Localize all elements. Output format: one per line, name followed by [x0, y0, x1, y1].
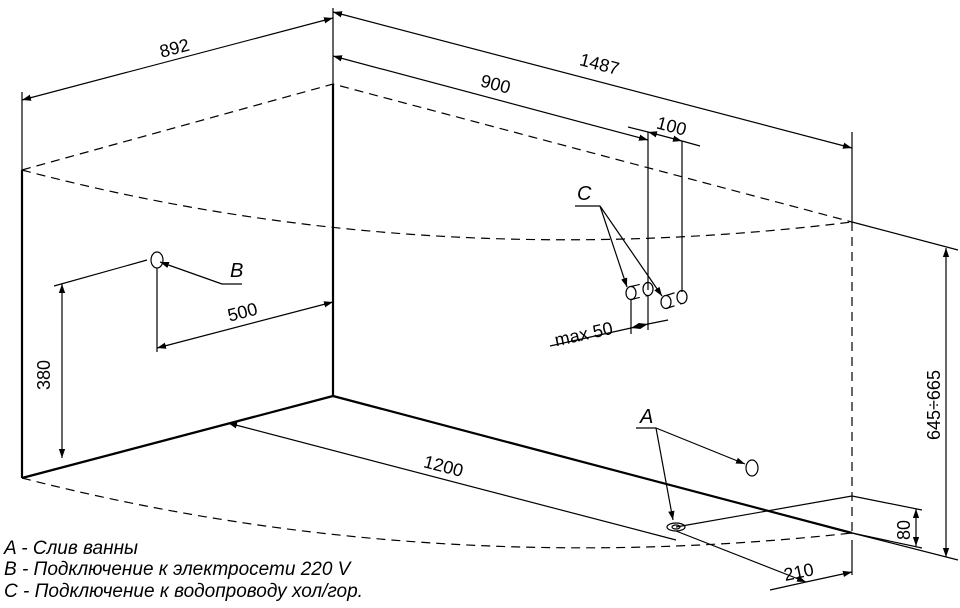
tub-top-back-rim	[21, 83, 853, 223]
dimension-500: 500	[156, 268, 334, 352]
dimension-380: 380	[34, 259, 148, 458]
legend-item-c: C - Подключение к водопроводу хол/гор.	[4, 581, 363, 602]
tub-bottom-front-edge	[21, 477, 853, 549]
water-connections	[625, 281, 688, 310]
label-c: C	[577, 183, 592, 205]
legend-item-a: A - Слив ванны	[3, 538, 138, 559]
label-b: B	[230, 260, 243, 282]
electrical-connection: B	[150, 251, 243, 285]
dim-80-label: 80	[894, 520, 914, 540]
dim-1487-label: 1487	[578, 49, 622, 79]
dimension-1200: 1200	[227, 422, 677, 541]
dimension-1487: 1487	[332, 11, 853, 222]
left-floor-edge	[21, 394, 334, 480]
dimension-645-665: 645÷665	[851, 221, 959, 561]
dimension-892: 892	[21, 8, 334, 170]
dim-900-label: 900	[478, 71, 512, 98]
dim-892-label: 892	[157, 35, 191, 62]
right-floor-edge	[332, 394, 853, 535]
dim-max-50-label: max 50	[553, 318, 615, 350]
hot-pipe-outer	[660, 294, 672, 310]
dimension-max-50: max 50	[549, 296, 669, 350]
dim-380-label: 380	[34, 360, 54, 390]
dimension-100: 100	[627, 113, 701, 292]
electrical-outlet	[150, 251, 164, 269]
overflow-hole	[745, 459, 759, 477]
drain: A	[636, 406, 853, 532]
dimension-210: 210	[675, 530, 853, 591]
dim-500-label: 500	[225, 299, 259, 326]
hot-pipe-inner	[676, 289, 688, 305]
legend: A - Слив ванны B - Подключение к электро…	[3, 538, 363, 602]
label-a: A	[639, 406, 653, 428]
legend-item-b: B - Подключение к электросети 220 V	[4, 559, 353, 580]
drain-hole-inner	[671, 524, 681, 530]
label-c-group: C	[575, 183, 663, 297]
cold-pipe-outer	[625, 285, 637, 301]
dimension-80: 80	[851, 495, 923, 549]
bathtub-outline	[21, 83, 853, 549]
dim-645-665-label: 645÷665	[924, 370, 944, 440]
tub-top-front-rim	[21, 169, 853, 241]
dim-1200-label: 1200	[422, 451, 466, 480]
